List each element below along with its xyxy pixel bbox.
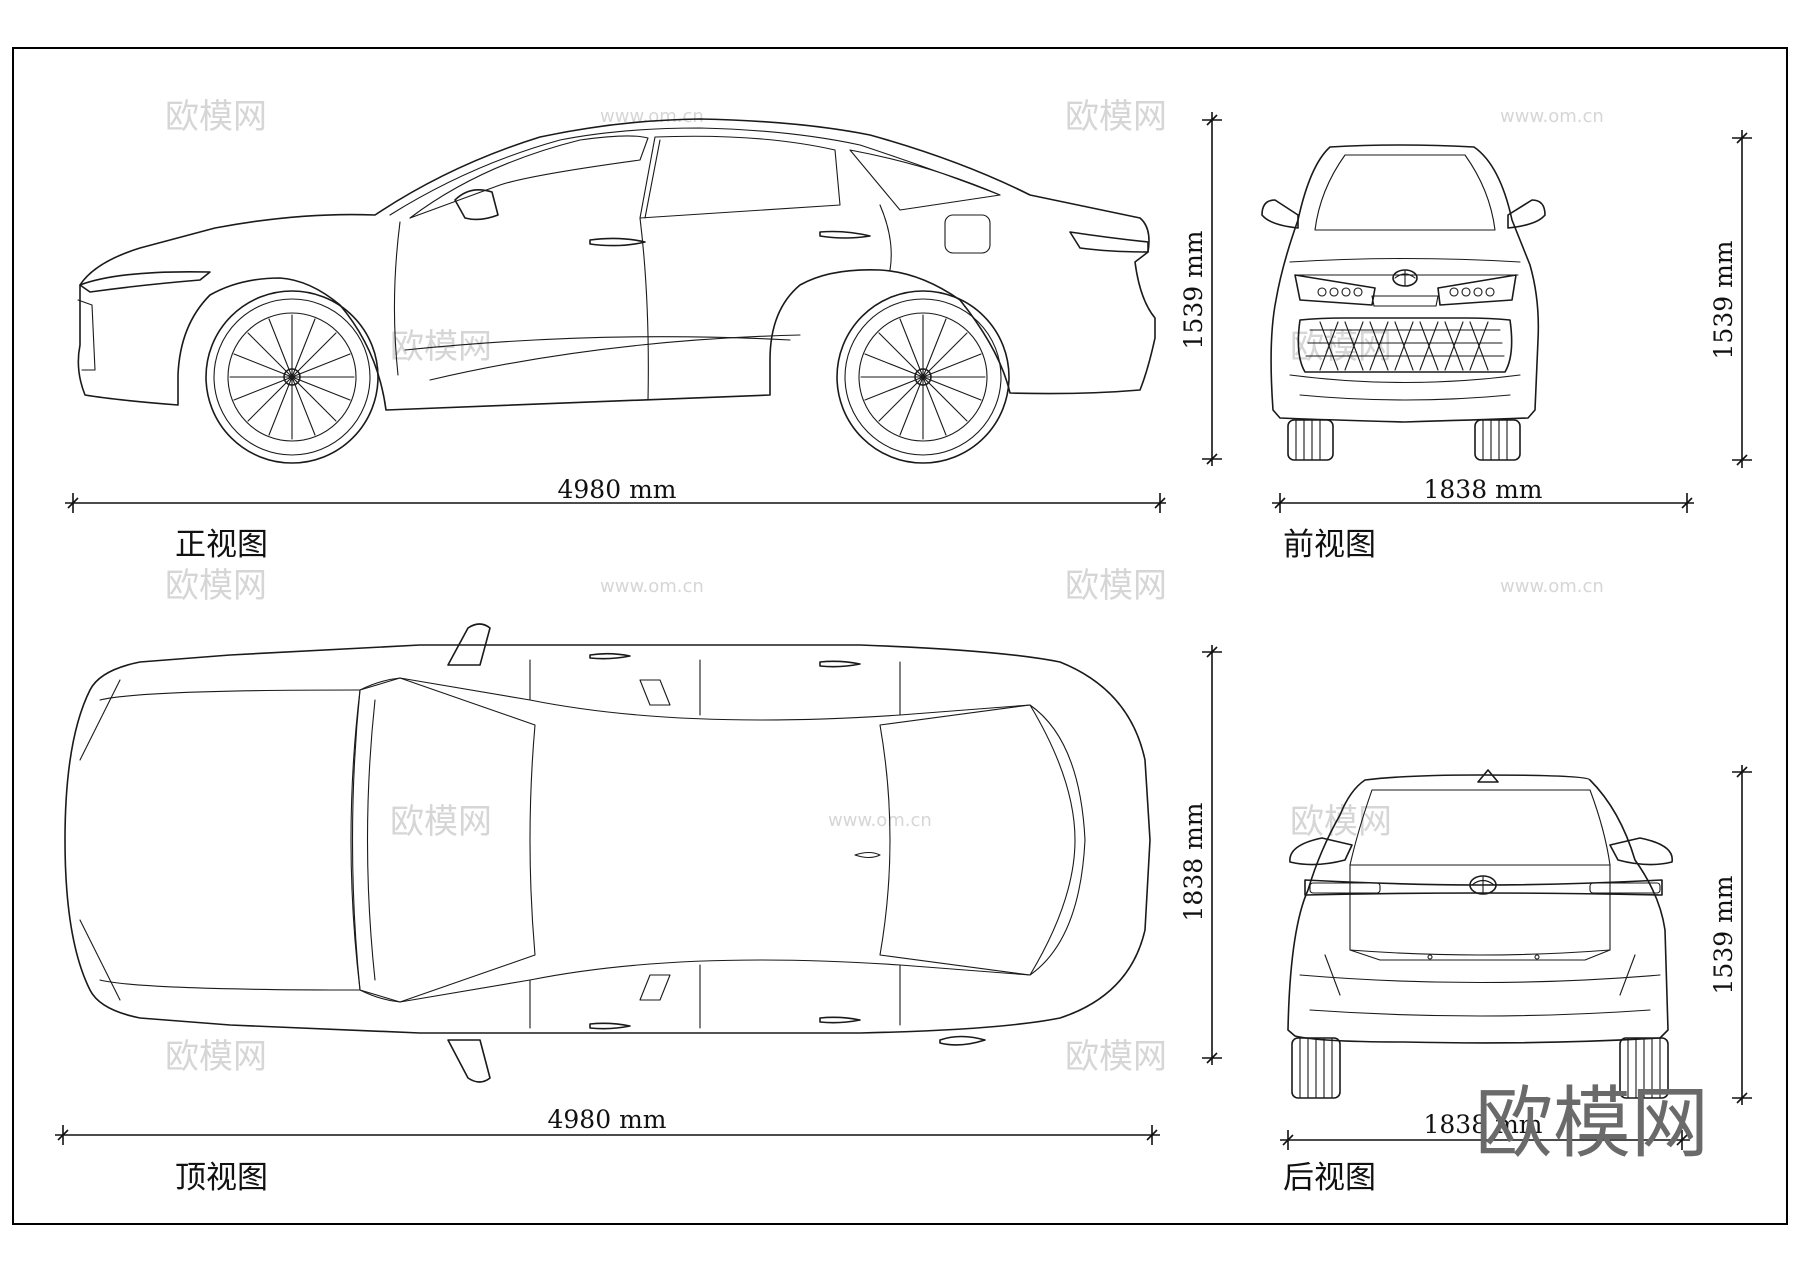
top-view-car — [64, 623, 1151, 1083]
rear-height-dimension: 1539 mm — [1709, 765, 1752, 1105]
top-width-label: 1838 mm — [1179, 802, 1208, 921]
front-height-label: 1539 mm — [1709, 240, 1738, 359]
watermark-url: www.om.cn — [600, 576, 704, 597]
watermark-pattern: 欧模网 www.om.cn 欧模网 www.om.cn 欧模网 欧模网 欧模网 … — [165, 97, 1604, 1077]
top-length-dimension: 4980 mm — [55, 1105, 1160, 1145]
top-width-dimension: 1838 mm — [1179, 645, 1222, 1065]
front-wheel-spokes — [229, 314, 355, 440]
rear-view-caption: 后视图 — [1283, 1160, 1376, 1196]
watermark-logo: 欧模网 — [1290, 802, 1392, 842]
rear-width-dimension: 1838 mm — [1280, 1110, 1690, 1150]
watermark-logo: 欧模网 — [1065, 566, 1167, 606]
side-height-dimension: 1539 mm — [1179, 112, 1222, 466]
top-view-caption: 顶视图 — [175, 1160, 268, 1196]
side-length-label: 4980 mm — [558, 475, 677, 504]
watermark-logo: 欧模网 — [165, 97, 267, 137]
front-width-dimension: 1838 mm — [1272, 475, 1694, 513]
front-height-dimension: 1539 mm — [1709, 130, 1752, 468]
side-length-dimension: 4980 mm — [65, 475, 1166, 513]
side-view-caption: 正视图 — [175, 527, 268, 563]
watermark-logo: 欧模网 — [165, 566, 267, 606]
rear-wheel-spokes — [860, 314, 986, 440]
side-height-label: 1539 mm — [1179, 230, 1208, 349]
drawing-border — [12, 47, 1788, 1225]
watermark-url: www.om.cn — [600, 106, 704, 127]
corner-watermark-logo: 欧模网 — [1475, 1079, 1709, 1169]
rear-width-label: 1838 mm — [1424, 1110, 1543, 1139]
grille-mesh — [1305, 321, 1505, 371]
front-width-label: 1838 mm — [1424, 475, 1543, 504]
side-view-car — [77, 118, 1156, 464]
watermark-url: www.om.cn — [1500, 576, 1604, 597]
watermark-logo: 欧模网 — [390, 802, 492, 842]
front-view-car — [1261, 144, 1546, 461]
watermark-url: www.om.cn — [1500, 106, 1604, 127]
rear-view-car — [1287, 769, 1673, 1099]
watermark-logo: 欧模网 — [165, 1037, 267, 1077]
watermark-logo: 欧模网 — [1065, 1037, 1167, 1077]
watermark-logo: 欧模网 — [1065, 97, 1167, 137]
watermark-url: www.om.cn — [828, 810, 932, 831]
top-length-label: 4980 mm — [548, 1105, 667, 1134]
rear-height-label: 1539 mm — [1709, 875, 1738, 994]
front-view-caption: 前视图 — [1283, 527, 1376, 563]
watermark-logo: 欧模网 — [1290, 327, 1392, 367]
